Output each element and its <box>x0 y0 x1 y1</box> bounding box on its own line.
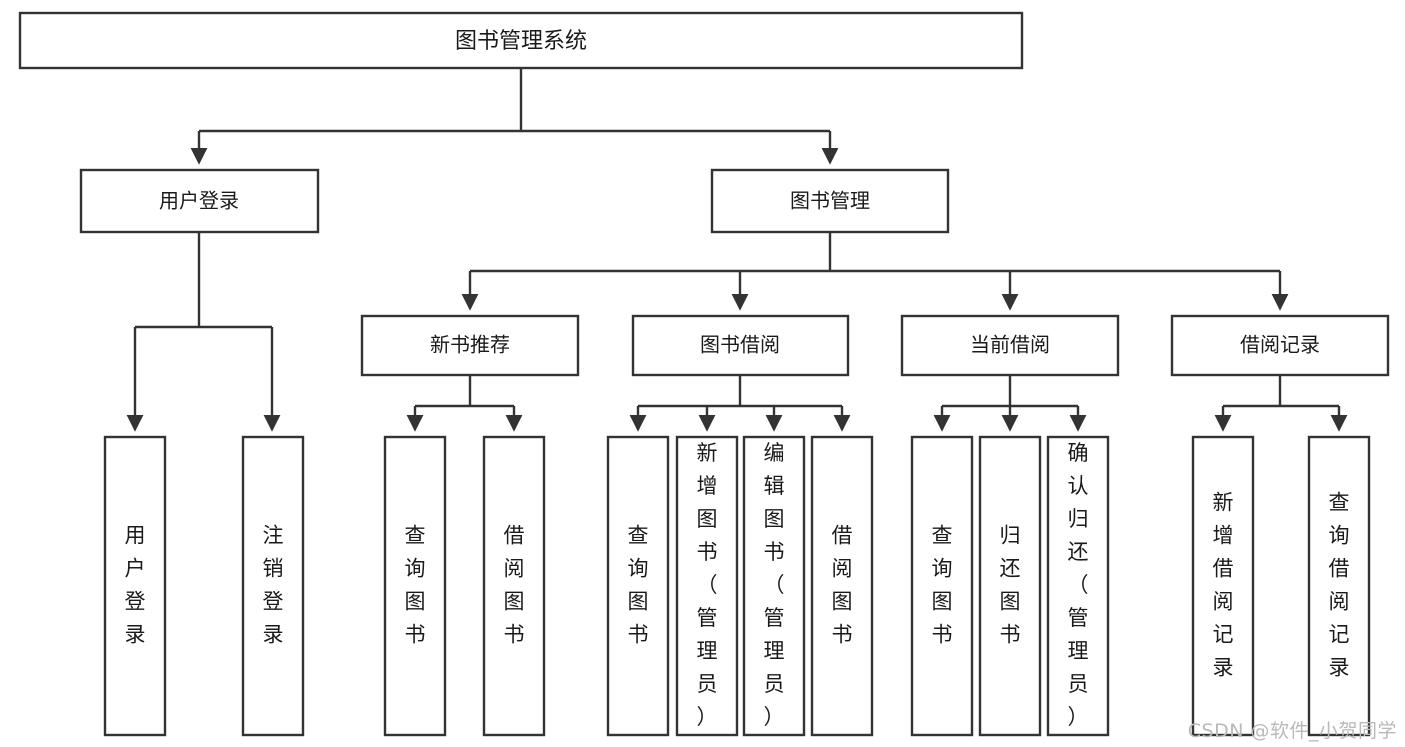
leaf-box-new-book-recommend-2[interactable] <box>482 435 546 737</box>
node-book-borrow[interactable]: 图书借阅 <box>631 314 850 377</box>
leaf-label-user-login-2: 注销登录 <box>263 524 284 647</box>
leaf-label-user-login-1: 用户登录 <box>125 524 146 647</box>
node-root[interactable]: 图书管理系统 <box>18 11 1024 70</box>
leaf-label-current-borrow-2: 归还图书 <box>1000 524 1021 647</box>
leaf-box-current-borrow-1[interactable] <box>910 435 974 737</box>
node-new-book-recommend-label: 新书推荐 <box>430 333 510 357</box>
node-current-borrow[interactable]: 当前借阅 <box>900 314 1120 377</box>
leaf-box-book-borrow-1[interactable] <box>606 435 670 737</box>
node-root-label: 图书管理系统 <box>455 29 587 54</box>
leaf-label-book-borrow-1: 查询图书 <box>628 524 649 647</box>
node-book-management-box[interactable] <box>710 168 950 234</box>
leaf-box-current-borrow-2[interactable] <box>978 435 1042 737</box>
leaf-box-new-book-recommend-1[interactable] <box>383 435 447 737</box>
leaf-label-current-borrow-1: 查询图书 <box>932 524 953 647</box>
leaf-box-borrow-record-1[interactable] <box>1191 435 1255 737</box>
leaf-label-new-book-recommend-2: 借阅图书 <box>504 524 525 647</box>
leaf-label-book-borrow-2: 新增图书（管理员） <box>697 441 718 729</box>
node-book-borrow-box[interactable] <box>631 314 850 377</box>
leaf-box-current-borrow-3[interactable] <box>1046 435 1110 737</box>
leaf-label-new-book-recommend-1: 查询图书 <box>405 524 426 647</box>
node-current-borrow-box[interactable] <box>900 314 1120 377</box>
node-book-borrow-label: 图书借阅 <box>700 333 780 357</box>
node-root-box[interactable] <box>18 11 1024 70</box>
node-new-book-recommend[interactable]: 新书推荐 <box>360 314 580 377</box>
node-borrow-record-box[interactable] <box>1170 314 1390 377</box>
node-book-management[interactable]: 图书管理 <box>710 168 950 234</box>
leaf-box-user-login-1[interactable] <box>103 435 167 737</box>
csdn-watermark: CSDN @软件_小贺同学 <box>1187 720 1397 742</box>
node-user-login[interactable]: 用户登录 <box>79 168 320 234</box>
node-user-login-label: 用户登录 <box>159 189 239 213</box>
leaf-label-borrow-record-2: 查询借阅记录 <box>1329 491 1350 680</box>
leaf-label-book-borrow-3: 编辑图书（管理员） <box>764 441 785 729</box>
leaf-box-user-login-2[interactable] <box>241 435 305 737</box>
leaf-label-borrow-record-1: 新增借阅记录 <box>1213 491 1234 680</box>
leaf-label-current-borrow-3: 确认归还（管理员） <box>1068 441 1089 729</box>
leaf-box-borrow-record-2[interactable] <box>1307 435 1371 737</box>
leaf-box-book-borrow-2[interactable] <box>675 435 739 737</box>
leaf-label-book-borrow-4: 借阅图书 <box>832 524 853 647</box>
leaf-box-book-borrow-4[interactable] <box>810 435 874 737</box>
leaf-box-book-borrow-3[interactable] <box>742 435 806 737</box>
node-borrow-record[interactable]: 借阅记录 <box>1170 314 1390 377</box>
node-current-borrow-label: 当前借阅 <box>970 333 1050 357</box>
node-new-book-recommend-box[interactable] <box>360 314 580 377</box>
node-borrow-record-label: 借阅记录 <box>1240 333 1320 357</box>
node-book-management-label: 图书管理 <box>790 189 870 213</box>
